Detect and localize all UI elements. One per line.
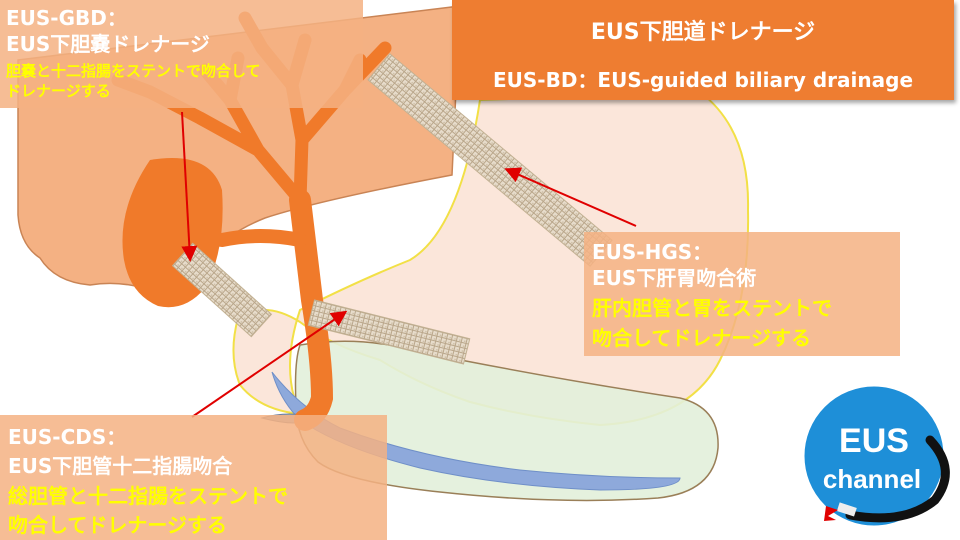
hgs-desc-1: 肝内胆管と胃をステントで	[592, 296, 832, 320]
gbd-label-box: EUS-GBD： EUS下胆嚢ドレナージ 胆嚢と十二指腸をステントで吻合して ド…	[0, 0, 363, 108]
cds-label-box: EUS-CDS： EUS下胆管十二指腸吻合 総胆管と十二指腸をステントで 吻合し…	[0, 415, 387, 540]
cds-name: EUS下胆管十二指腸吻合	[8, 454, 233, 478]
eus-channel-logo: EUS channel	[799, 381, 950, 531]
hgs-code: EUS-HGS：	[592, 240, 713, 264]
title-sub: EUS-BD：EUS-guided biliary drainage	[492, 68, 914, 92]
cystic-duct	[215, 229, 307, 247]
arrow-cds	[191, 310, 348, 418]
spark-icon	[824, 506, 838, 521]
hgs-name: EUS下肝胃吻合術	[592, 266, 757, 290]
stent-cds	[307, 299, 471, 365]
arrow-hgs	[504, 167, 637, 227]
title-main: EUS下胆道ドレナージ	[590, 20, 816, 45]
gbd-desc-1: 胆嚢と十二指腸をステントで吻合して	[6, 62, 261, 80]
hgs-label-box: EUS-HGS： EUS下肝胃吻合術 肝内胆管と胃をステントで 吻合してドレナー…	[584, 232, 900, 356]
title-banner: EUS下胆道ドレナージ EUS-BD：EUS-guided biliary dr…	[452, 0, 954, 100]
gbd-name: EUS下胆嚢ドレナージ	[6, 32, 210, 56]
arrow-gbd	[181, 111, 198, 262]
cds-code: EUS-CDS：	[8, 425, 127, 449]
logo-line-1: EUS	[839, 422, 909, 460]
hgs-desc-2: 吻合してドレナージする	[592, 326, 811, 350]
cds-desc-1: 総胆管と十二指腸をステントで	[8, 484, 288, 508]
endoscope-icon	[845, 435, 950, 523]
gbd-desc-2: ドレナージする	[6, 82, 111, 100]
gbd-code: EUS-GBD：	[6, 6, 127, 30]
common-bile-duct	[289, 189, 334, 431]
logo-line-2: channel	[823, 464, 921, 494]
cds-desc-2: 吻合してドレナージする	[8, 513, 227, 537]
